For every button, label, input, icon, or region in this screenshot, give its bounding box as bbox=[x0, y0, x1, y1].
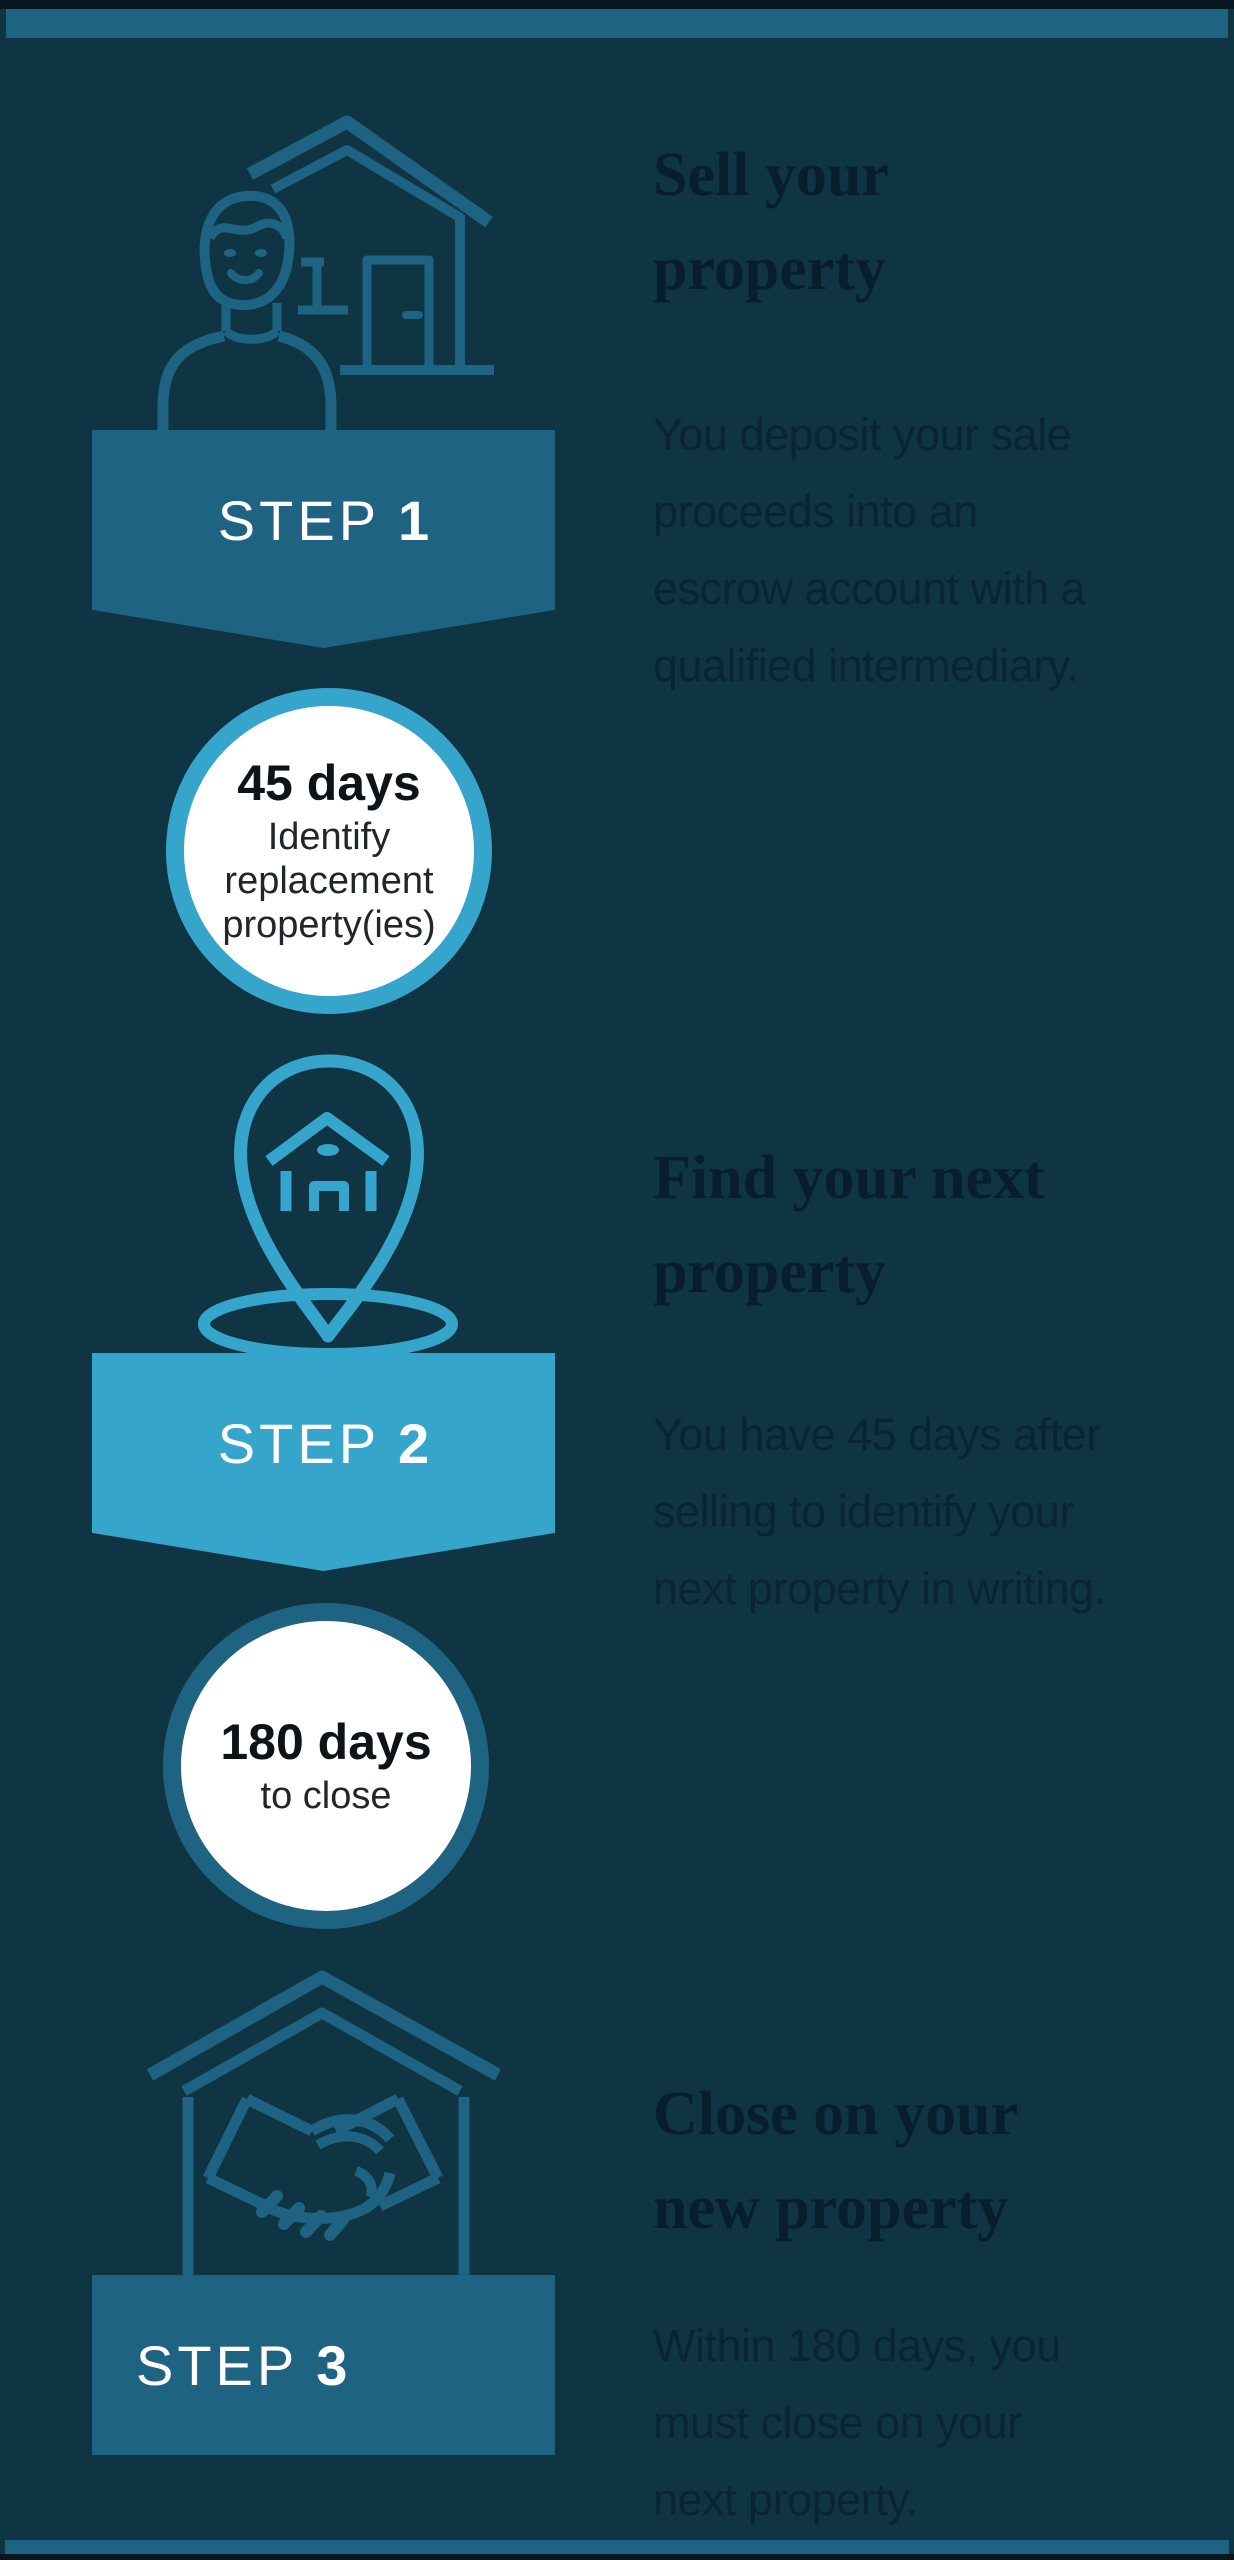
house-handshake-icon bbox=[140, 1965, 500, 2277]
step-3-body: Within 180 days, you must close on your … bbox=[653, 2320, 1061, 2525]
step-1-banner: STEP 1 bbox=[92, 430, 555, 648]
map-pin-house-icon bbox=[195, 1040, 465, 1360]
milestone-45-days-subtitle: Identify replacement property(ies) bbox=[222, 816, 436, 946]
step-2-body: You have 45 days after selling to identi… bbox=[653, 1409, 1106, 1614]
step-1-heading: Sell your property bbox=[653, 141, 889, 303]
milestone-180-days: 180 days to close bbox=[163, 1603, 489, 1929]
step-3-label: STEP bbox=[136, 2333, 299, 2397]
step-3-heading: Close on your new property bbox=[653, 2080, 1019, 2242]
top-edge-line bbox=[0, 0, 1234, 9]
step-1-label: STEP bbox=[217, 488, 381, 552]
step-3-number: 3 bbox=[316, 2333, 348, 2397]
step-2-number: 2 bbox=[398, 1411, 430, 1475]
bottom-border-bar bbox=[5, 2540, 1229, 2554]
step-2-label: STEP bbox=[217, 1411, 381, 1475]
step-3-banner: STEP 3 bbox=[92, 2275, 555, 2455]
milestone-45-days: 45 days Identify replacement property(ie… bbox=[166, 688, 492, 1014]
milestone-180-days-subtitle: to close bbox=[260, 1775, 392, 1817]
step-1-number: 1 bbox=[398, 488, 430, 552]
step-2-heading: Find your next property bbox=[653, 1144, 1045, 1306]
top-border-bar bbox=[6, 9, 1228, 38]
milestone-180-days-title: 180 days bbox=[220, 1714, 432, 1770]
step-1-body: You deposit your sale proceeds into an e… bbox=[653, 409, 1086, 691]
milestone-45-days-title: 45 days bbox=[237, 755, 421, 811]
bottom-edge-line bbox=[0, 2554, 1234, 2560]
person-selling-house-icon bbox=[140, 110, 500, 432]
step-2-banner: STEP 2 bbox=[92, 1353, 555, 1571]
